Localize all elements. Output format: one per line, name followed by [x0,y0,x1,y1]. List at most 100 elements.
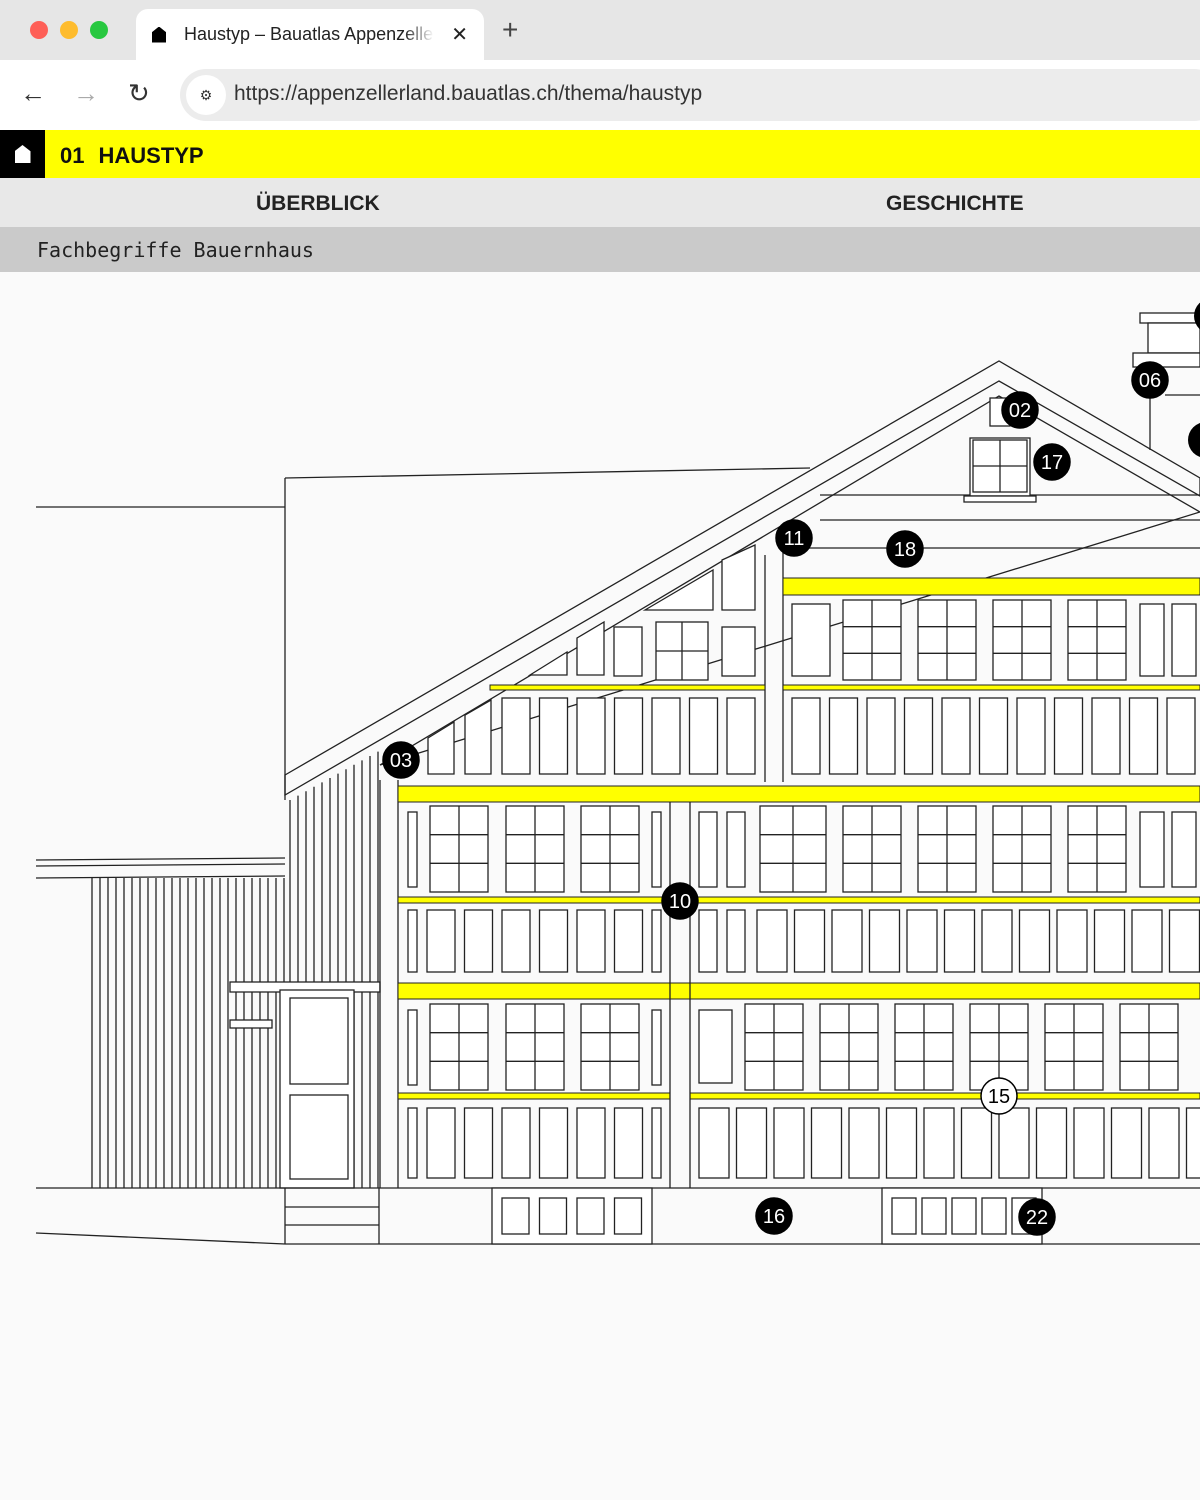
window-pane [651,1009,662,1086]
window-pane [576,697,606,775]
window-pane [538,1197,568,1235]
marker-15-label[interactable]: 15 [988,1086,1010,1108]
window-pane [951,1197,977,1235]
marker-partial-button[interactable] [1188,422,1200,458]
marker-22-button[interactable] [1018,1198,1056,1236]
window-pane [831,909,863,973]
window-pane [1148,1107,1180,1179]
window-maximize-button[interactable] [90,21,108,39]
window-close-button[interactable] [30,21,48,39]
window-pane [698,1009,733,1084]
marker-18-label[interactable]: 18 [894,539,916,561]
url-text[interactable]: https://appenzellerland.bauatlas.ch/them… [234,82,703,105]
window-pane [501,1107,531,1179]
window-pane [527,650,568,676]
marker-06-label[interactable]: 06 [1139,370,1161,392]
window-pane [651,697,681,775]
close-tab-icon[interactable]: ✕ [451,24,468,46]
drawing-line [35,1232,286,1245]
window-pane [613,626,643,677]
browser-toolbar: ← → ↻ ⚙ https://appenzellerland.bauatlas… [0,60,1200,130]
marker-22-label[interactable]: 22 [1026,1207,1048,1229]
window-pane [538,1107,569,1179]
marker-16-button[interactable] [755,1197,793,1235]
sub-navigation: ÜBERBLICK GESCHICHTE [0,178,1200,227]
tab-geschichte[interactable]: GESCHICHTE [886,192,1024,215]
window-pane [941,697,971,775]
window-pane [943,909,976,973]
marker-16-label[interactable]: 16 [763,1206,785,1228]
site-settings-icon[interactable]: ⚙ [186,75,226,115]
window-pane [538,909,569,973]
marker-18-button[interactable] [886,530,924,568]
window-pane [1185,1107,1200,1179]
window-pane [613,697,644,775]
breadcrumb: Fachbegriffe Bauernhaus [0,227,1200,272]
floor-band [782,577,1200,596]
marker-17-button[interactable] [1033,443,1071,481]
window-pane [289,997,349,1085]
window-pane [721,626,756,677]
window-pane [501,697,531,775]
window-pane [998,1107,1030,1179]
marker-03-button[interactable] [382,741,420,779]
marker-03-label[interactable]: 03 [390,750,412,772]
marker-10-button[interactable] [661,882,699,920]
marker-partial-button[interactable] [1194,298,1200,334]
window-pane [981,909,1013,973]
drawing-line [35,857,286,861]
marker-17-label[interactable]: 17 [1041,452,1063,474]
marker-02-button[interactable] [1001,391,1039,429]
new-tab-button[interactable]: + [502,14,519,45]
floor-band [689,896,1200,904]
reload-icon[interactable]: ↻ [128,78,150,108]
address-bar[interactable]: ⚙ https://appenzellerland.bauatlas.ch/th… [180,69,1200,121]
floor-band [397,785,1200,803]
window-pane [407,1009,418,1086]
marker-11-button[interactable] [775,519,813,557]
floor-band [397,1092,671,1100]
browser-tab[interactable]: Haustyp – Bauatlas Appenzellerland ✕ [136,9,484,60]
window-pane [1128,697,1159,775]
window-pane [463,1107,494,1179]
back-icon[interactable]: ← [20,78,46,108]
drawing-line [284,467,811,479]
window-pane [1016,697,1046,775]
drawing-line [35,863,286,867]
window-pane [810,1107,843,1179]
window-minimize-button[interactable] [60,21,78,39]
window-pane [726,697,756,775]
window-pane [501,909,531,973]
window-pane [791,603,831,677]
home-icon [14,145,31,163]
window-pane [426,909,456,973]
window-pane [960,1107,993,1179]
house-favicon-icon [152,26,166,43]
floor-band [782,684,1200,691]
roof-outline [284,360,1200,797]
marker-06-button[interactable] [1131,361,1169,399]
window-pane [538,697,569,775]
window-pane [885,1107,918,1179]
tab-ueberblick[interactable]: ÜBERBLICK [256,192,380,215]
window-pane [828,697,859,775]
window-pane [407,1107,418,1179]
marker-02-label[interactable]: 02 [1009,400,1031,422]
window-pane [229,1019,273,1029]
home-button[interactable] [0,130,45,178]
window-pane [1171,603,1197,677]
window-pane [1093,909,1126,973]
window-pane [791,697,821,775]
forward-icon[interactable]: → [73,78,99,108]
marker-15-button[interactable] [980,1077,1018,1115]
window-pane [735,1107,768,1179]
window-pane [576,1107,606,1179]
window-pane [1053,697,1084,775]
marker-10-label[interactable]: 10 [669,891,691,913]
window-pane [613,1107,644,1179]
marker-11-label[interactable]: 11 [784,528,805,550]
window-pane [698,909,718,973]
window-pane [1073,1107,1105,1179]
window-pane [1018,909,1051,973]
window-pane [726,811,746,888]
